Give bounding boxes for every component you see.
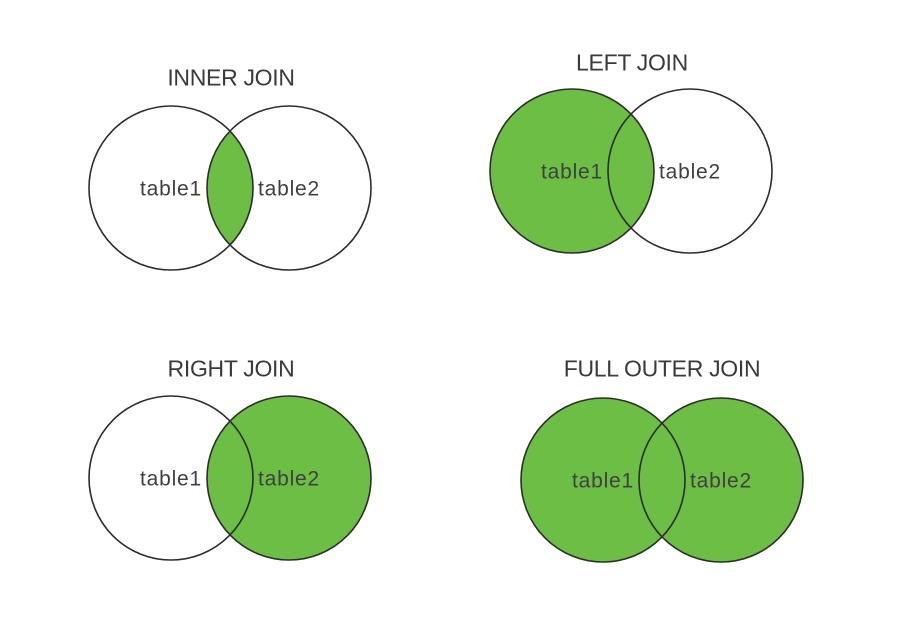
- table2-circle-outline: [607, 88, 773, 254]
- inner-join-venn-diagram: table1 table2: [88, 105, 372, 271]
- left-join-title: LEFT JOIN: [576, 49, 688, 76]
- table1-circle-outline: [520, 397, 686, 563]
- table2-label: table2: [659, 161, 721, 184]
- table2-circle-outline: [638, 397, 804, 563]
- full-outer-join-title: FULL OUTER JOIN: [563, 355, 761, 382]
- left-join-venn-diagram: table1 table2: [489, 88, 773, 254]
- table2-label: table2: [258, 468, 320, 491]
- table2-label: table2: [258, 178, 320, 201]
- table1-label: table1: [140, 468, 202, 491]
- table1-label: table1: [572, 470, 634, 493]
- table2-circle: [639, 398, 803, 562]
- table1-label: table1: [541, 161, 603, 184]
- table1-circle: [89, 106, 253, 270]
- table2-circle: [608, 89, 772, 253]
- table2-circle-outline: [206, 105, 372, 271]
- table1-circle-outline: [489, 88, 655, 254]
- table1-label: table1: [140, 178, 202, 201]
- right-join-venn-diagram: table1 table2: [88, 395, 372, 561]
- table1-circle: [521, 398, 685, 562]
- table2-circle-outline: [206, 395, 372, 561]
- inner-join-title: INNER JOIN: [167, 64, 295, 91]
- table1-circle: [89, 396, 253, 560]
- table1-circle-outline: [88, 105, 254, 271]
- table2-circle: [207, 396, 371, 560]
- right-join-title: RIGHT JOIN: [167, 355, 295, 382]
- table2-label: table2: [690, 470, 752, 493]
- table1-circle: [490, 89, 654, 253]
- full-outer-join-venn-diagram: table1 table2: [520, 397, 804, 563]
- table2-circle: [207, 106, 371, 270]
- table1-circle-outline: [88, 395, 254, 561]
